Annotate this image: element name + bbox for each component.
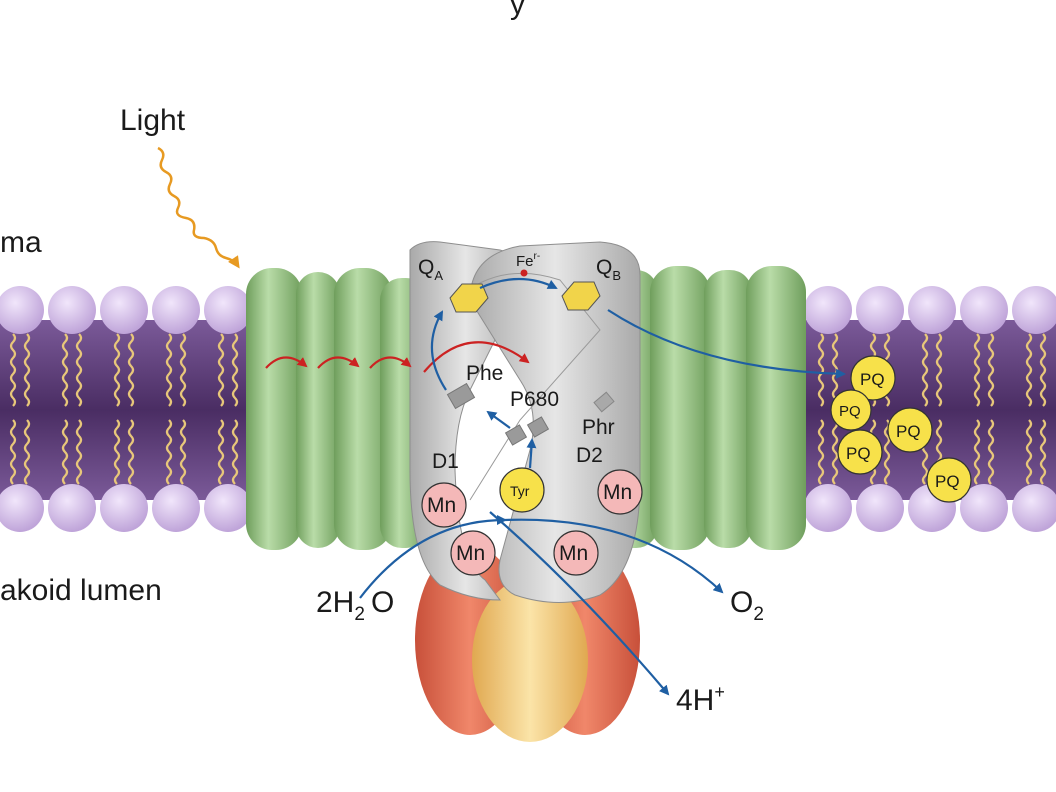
lipid-head <box>856 484 904 532</box>
mn-circle-4 <box>553 530 599 576</box>
d2-label: D2 <box>576 444 603 467</box>
lipid-bilayer <box>0 286 1056 532</box>
lipid-tail <box>935 333 943 407</box>
lipid-tail <box>817 333 825 407</box>
lipid-tail <box>987 419 995 485</box>
lipid-head <box>856 286 904 334</box>
lipid-tail <box>165 419 173 485</box>
phe-label: Phe <box>466 362 503 385</box>
qa-label: QA <box>418 256 443 283</box>
lipid-tail <box>817 419 825 485</box>
lipid-head <box>100 484 148 532</box>
lipid-head <box>804 484 852 532</box>
lipid-head <box>908 286 956 334</box>
d1-label: D1 <box>432 450 459 473</box>
pq-label-4: PQ <box>846 444 871 463</box>
lipid-tail <box>113 333 121 407</box>
lipid-head <box>48 286 96 334</box>
lipid-head <box>152 286 200 334</box>
proton-label: 4H+ <box>676 682 725 717</box>
pq-label-1: PQ <box>860 370 885 389</box>
lipid-head <box>960 484 1008 532</box>
lipid-tail <box>831 419 839 485</box>
lipid-head <box>100 286 148 334</box>
mn-circle-3 <box>450 530 496 576</box>
lipid-tail <box>1025 333 1033 407</box>
qb-label: QB <box>596 256 621 283</box>
lipid-tail <box>9 333 17 407</box>
lipid-tail <box>23 333 31 407</box>
fe-dot <box>520 269 528 277</box>
lipid-tail <box>973 419 981 485</box>
lipid-tail <box>113 419 121 485</box>
qa-quinone <box>449 283 489 313</box>
mn-circle-1 <box>421 482 467 528</box>
pq-label-5: PQ <box>935 472 960 491</box>
p680-pigment-a <box>504 424 528 446</box>
light-arrow <box>157 146 240 269</box>
tyr-circle <box>499 467 545 513</box>
o2-label: O2 <box>730 586 764 625</box>
lipid-tail <box>231 419 239 485</box>
plastoquinone-pool <box>830 355 972 503</box>
lipid-tail <box>1039 419 1047 485</box>
lipid-tail <box>217 419 225 485</box>
lipid-head <box>204 484 252 532</box>
mn-label-2: Mn <box>603 481 632 504</box>
lipid-tail <box>179 333 187 407</box>
cofactors <box>446 269 615 446</box>
lipid-tail <box>127 333 135 407</box>
pq-label-3: PQ <box>896 422 921 441</box>
lipid-tail <box>921 333 929 407</box>
lipid-head <box>204 286 252 334</box>
manganese-cluster <box>421 467 643 576</box>
lipid-tail <box>217 333 225 407</box>
lipid-tail <box>231 333 239 407</box>
phr-pigment <box>593 391 615 413</box>
qb-quinone <box>561 281 601 311</box>
lipid-head <box>960 286 1008 334</box>
lumen-label: akoid lumen <box>0 574 162 607</box>
lipid-tail <box>987 333 995 407</box>
title-fragment: y <box>510 0 525 21</box>
lipid-tail <box>75 333 83 407</box>
tyr-label: Tyr <box>510 483 530 499</box>
lipid-tail <box>1025 419 1033 485</box>
lipid-head <box>1012 286 1056 334</box>
light-label: Light <box>120 104 186 137</box>
mn-label-3: Mn <box>456 542 485 565</box>
mn-label-4: Mn <box>559 542 588 565</box>
lipid-tail <box>179 419 187 485</box>
lipid-head <box>1012 484 1056 532</box>
phe-pigment <box>446 382 476 410</box>
lipid-head <box>48 484 96 532</box>
p680-label: P680 <box>510 388 559 411</box>
lipid-tail <box>127 419 135 485</box>
lipid-head <box>152 484 200 532</box>
lipid-tail <box>61 419 69 485</box>
lipid-tail <box>61 333 69 407</box>
lipid-tail <box>165 333 173 407</box>
electron-flow-arrows <box>359 277 846 696</box>
lipid-head <box>0 484 44 532</box>
fe-label: Fer- <box>516 251 540 270</box>
lipid-tail <box>9 419 17 485</box>
lipid-tail <box>1039 333 1047 407</box>
lipid-tail <box>75 419 83 485</box>
stroma-label: ma <box>0 226 42 259</box>
lipid-tail <box>883 419 891 485</box>
pq-label-2: PQ <box>839 403 861 420</box>
mn-label-1: Mn <box>427 494 456 517</box>
p680-pigment-b <box>526 416 550 438</box>
lipid-tail <box>23 419 31 485</box>
lipid-tail <box>973 333 981 407</box>
transmembrane-helices <box>246 266 806 550</box>
lipid-head <box>0 286 44 334</box>
lipid-head <box>804 286 852 334</box>
mn-circle-2 <box>597 469 643 515</box>
phr-label: Phr <box>582 416 615 439</box>
